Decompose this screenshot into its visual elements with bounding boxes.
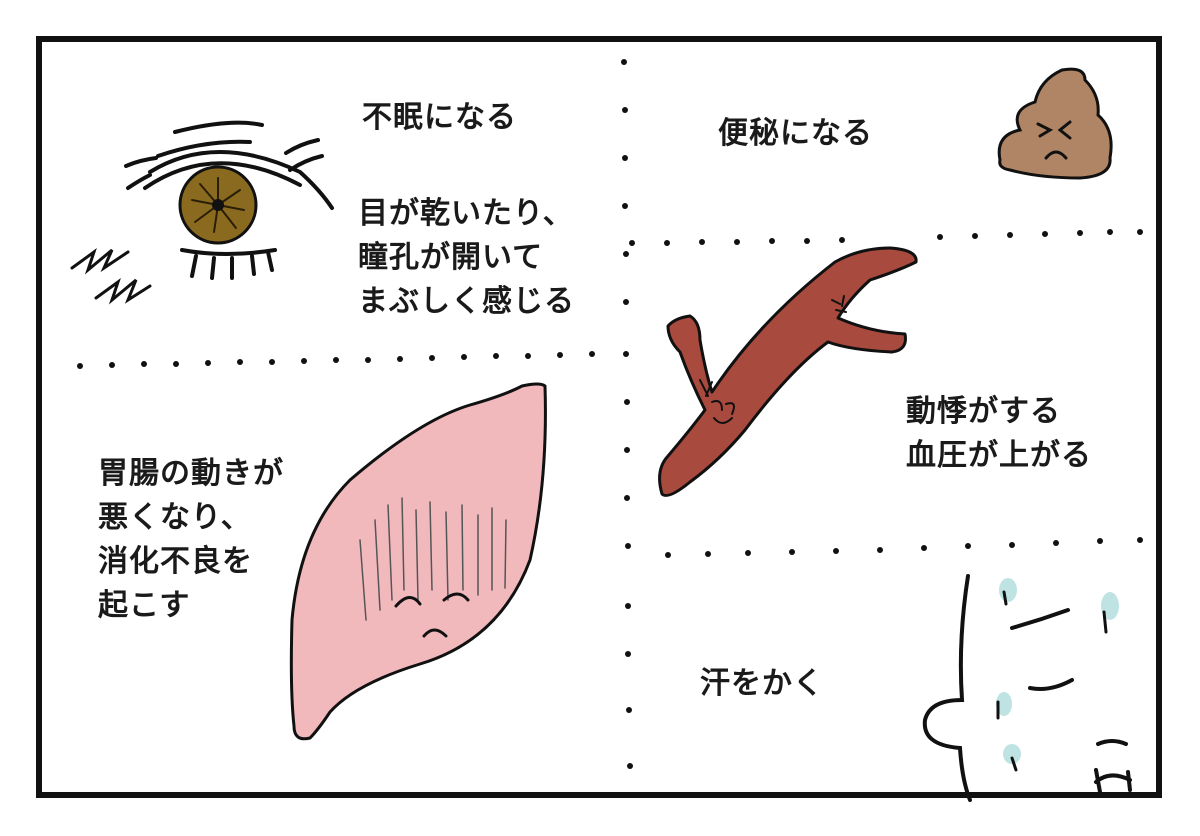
insomnia-line: 瞳孔が開いて [358, 240, 544, 275]
sweating-face-icon [922, 574, 1132, 802]
constipation-title: 便秘になる [718, 116, 873, 151]
panel-frame [36, 36, 1162, 798]
insomnia-line: まぶしく感じる [358, 284, 575, 319]
stomach-line: 悪くなり、 [98, 500, 252, 535]
heart-line: 動悸がする [906, 394, 1061, 429]
vertical-divider [621, 59, 633, 769]
heart-line: 血圧が上がる [906, 438, 1092, 473]
right-lower-divider [665, 537, 1143, 558]
right-upper-divider [629, 229, 1143, 246]
stomach-line: 起こす [98, 588, 191, 623]
heart-description: 動悸がする 血圧が上がる [906, 390, 1092, 478]
poop-icon [997, 67, 1113, 180]
stomach-icon [289, 382, 547, 741]
dotted-dividers [77, 59, 1143, 769]
eye-icon [70, 120, 334, 305]
sweat-title: 汗をかく [700, 666, 824, 701]
left-horizontal-divider [77, 351, 595, 369]
insomnia-title: 不眠になる [362, 100, 517, 135]
blood-vessel-icon [658, 246, 918, 497]
stomach-line: 消化不良を [98, 544, 253, 579]
insomnia-line: 目が乾いたり、 [358, 196, 574, 231]
stomach-line: 胃腸の動きが [98, 456, 284, 491]
insomnia-description: 目が乾いたり、 瞳孔が開いて まぶしく感じる [358, 192, 575, 324]
stomach-description: 胃腸の動きが 悪くなり、 消化不良を 起こす [98, 452, 284, 628]
